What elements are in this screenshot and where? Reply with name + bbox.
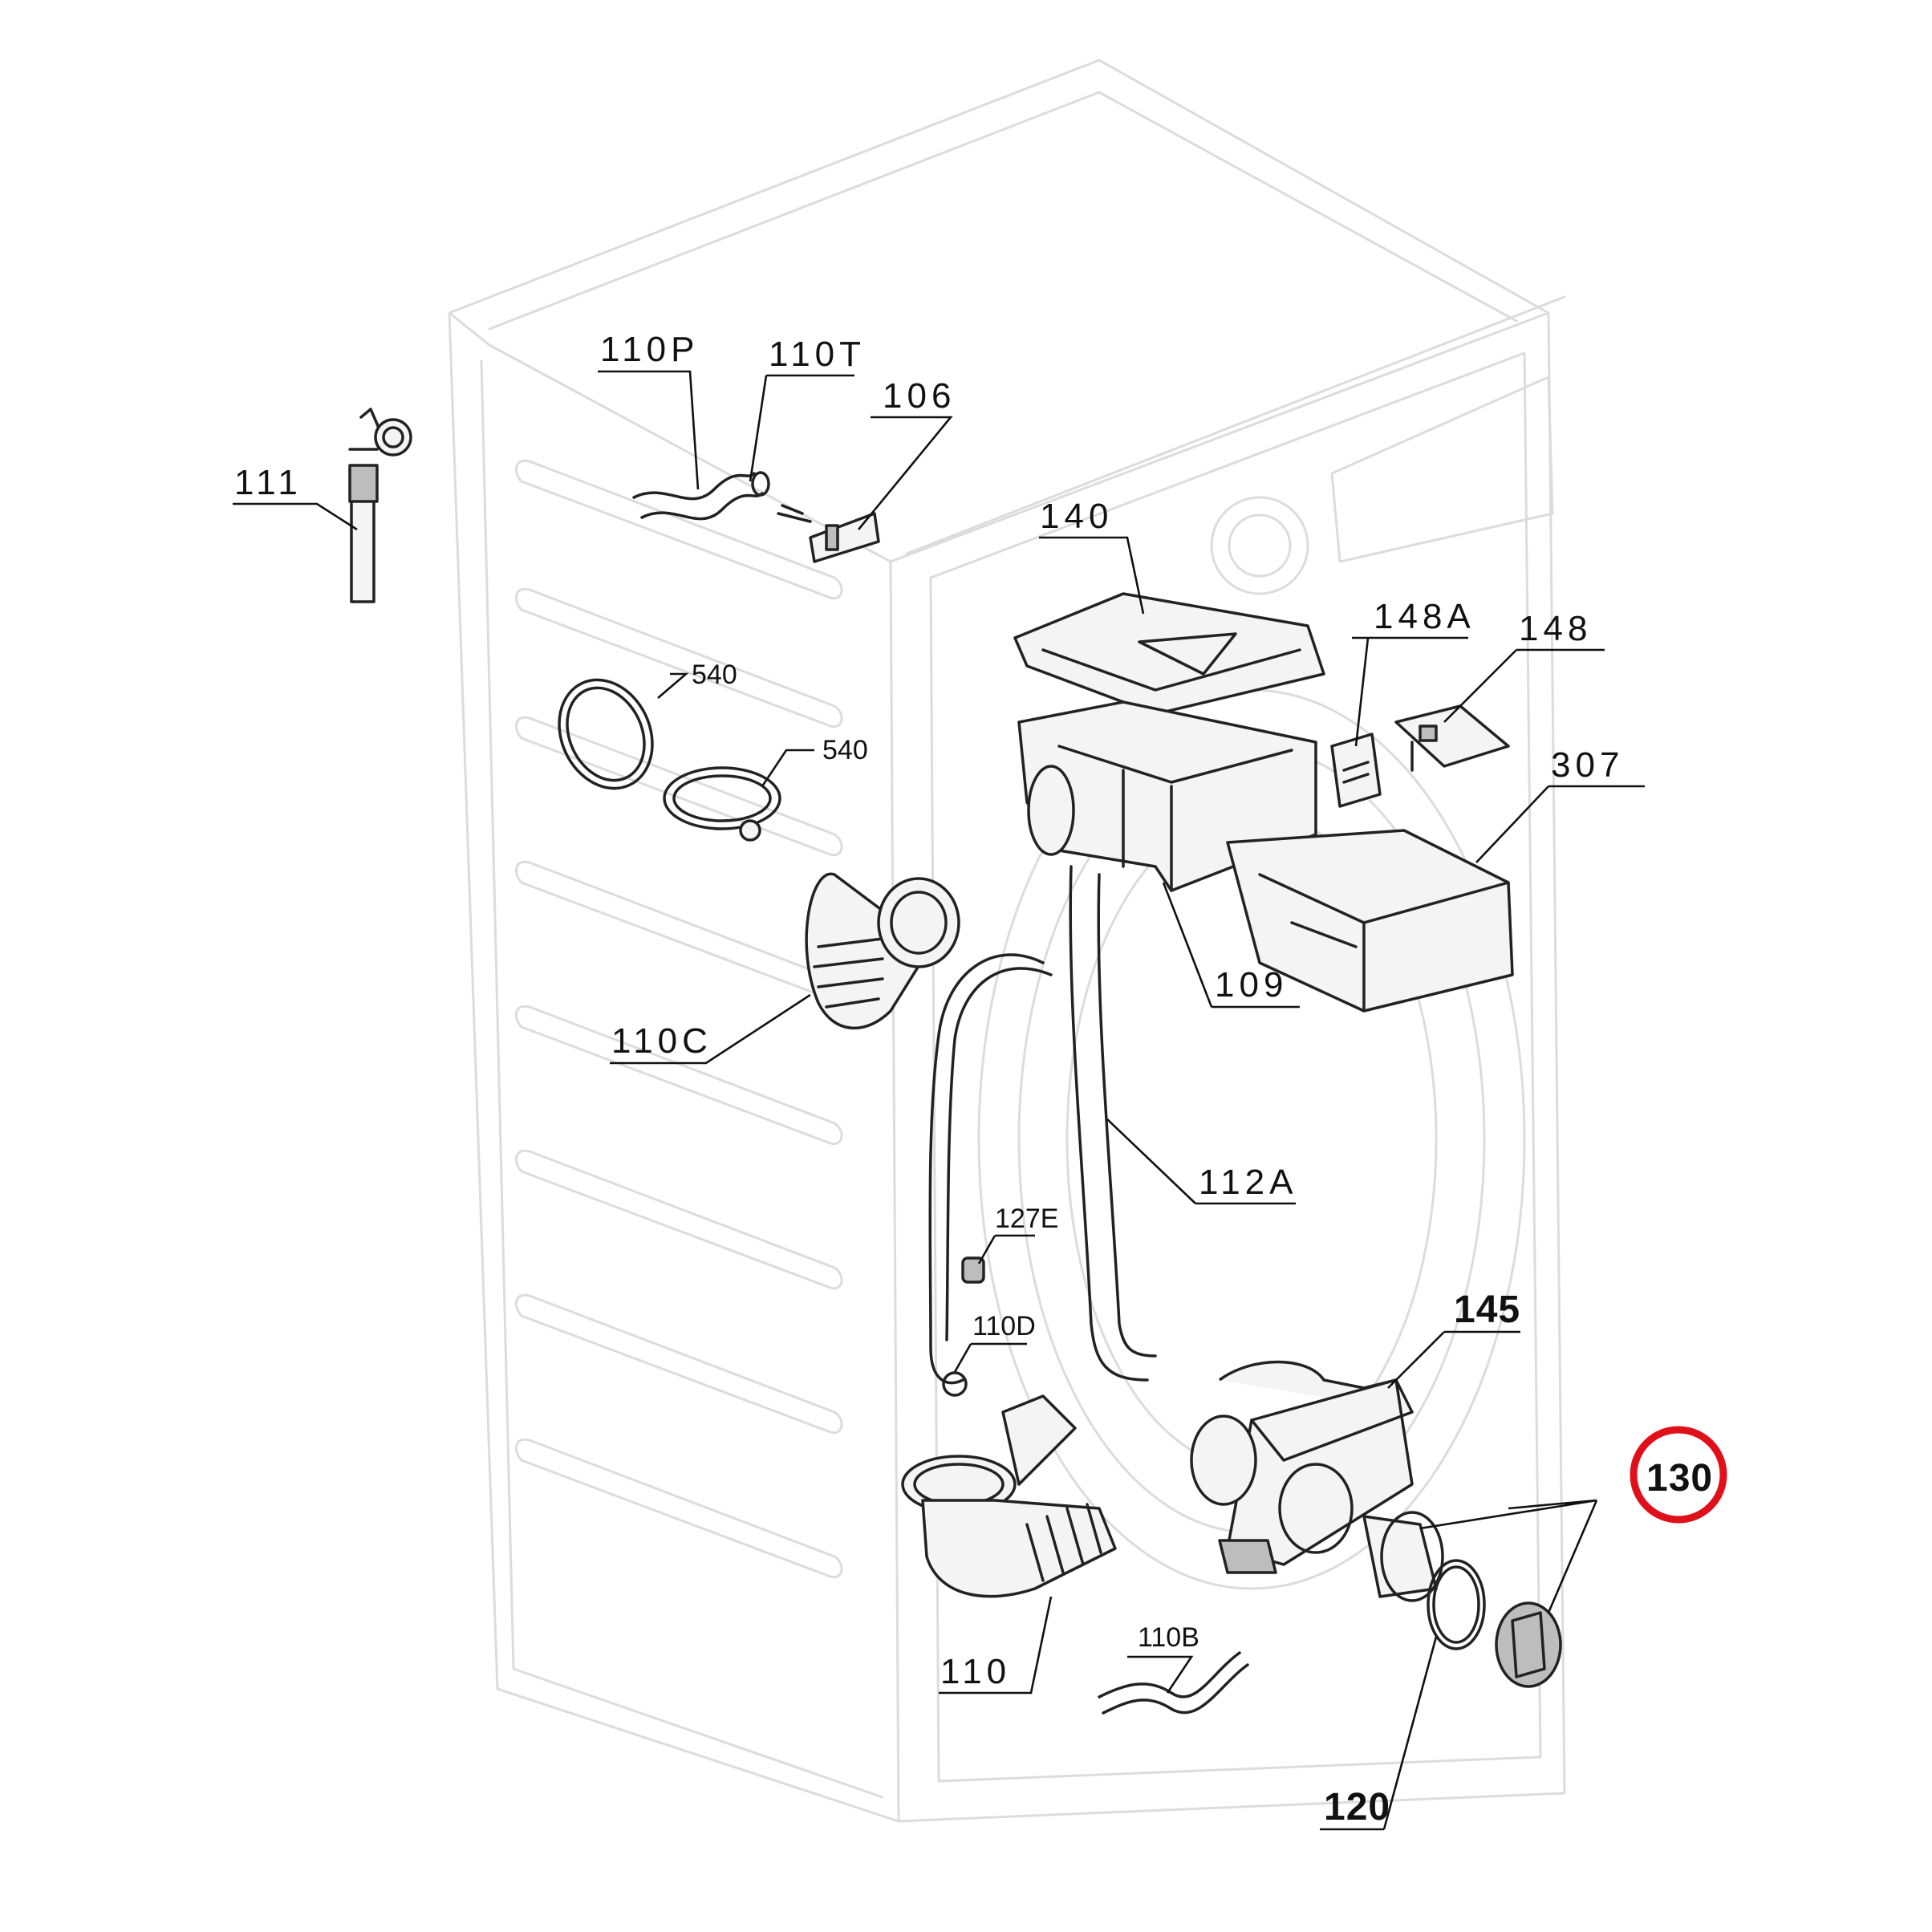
label-307: 307 [1551,745,1624,785]
part-110P-hose [632,471,770,521]
part-130-filter [1362,1511,1562,1688]
label-127E: 127E [995,1203,1058,1234]
part-540-clamp-lower [663,766,781,842]
label-110: 110 [940,1652,1011,1691]
part-140-dispenser-top [1013,592,1325,716]
label-111: 111 [234,463,302,502]
part-145-pump-housing [1190,1360,1414,1574]
label-148A: 148A [1374,597,1475,636]
part-110B-tube [1098,1651,1249,1715]
label-110B: 110B [1138,1622,1199,1653]
part-labels: 111 110P 110T 106 140 148A 148 307 540 5… [234,330,1713,1828]
part-110D-hose [928,953,1053,1397]
part-110C-bellows [805,872,960,1029]
leader-lines [233,370,1645,1831]
highlight-circle [1630,1426,1727,1524]
label-110D: 110D [972,1311,1036,1341]
part-110-sump-hose [901,1394,1117,1598]
part-120-seal [1427,1559,1486,1650]
label-140: 140 [1040,497,1113,536]
part-148-insert [1394,704,1510,772]
part-127E-plug [961,1256,985,1284]
part-111-inlet-hose [348,408,412,603]
label-106: 106 [883,376,956,416]
part-106-valve [777,504,880,563]
label-540-upper: 540 [692,660,737,690]
label-148: 148 [1519,609,1592,648]
label-110C: 110C [611,1021,712,1061]
label-110P: 110P [600,330,700,369]
part-112A-hose [1069,865,1157,1382]
label-145: 145 [1454,1289,1520,1331]
part-307-drawer [1226,829,1514,1013]
label-110T: 110T [769,335,866,374]
label-112A: 112A [1199,1163,1298,1202]
label-540-lower: 540 [822,735,868,765]
label-109: 109 [1215,965,1288,1005]
part-148A-clip [1330,733,1382,808]
label-130: 130 [1646,1457,1713,1500]
label-120: 120 [1324,1786,1390,1828]
part-540-clamp-upper [558,678,654,790]
